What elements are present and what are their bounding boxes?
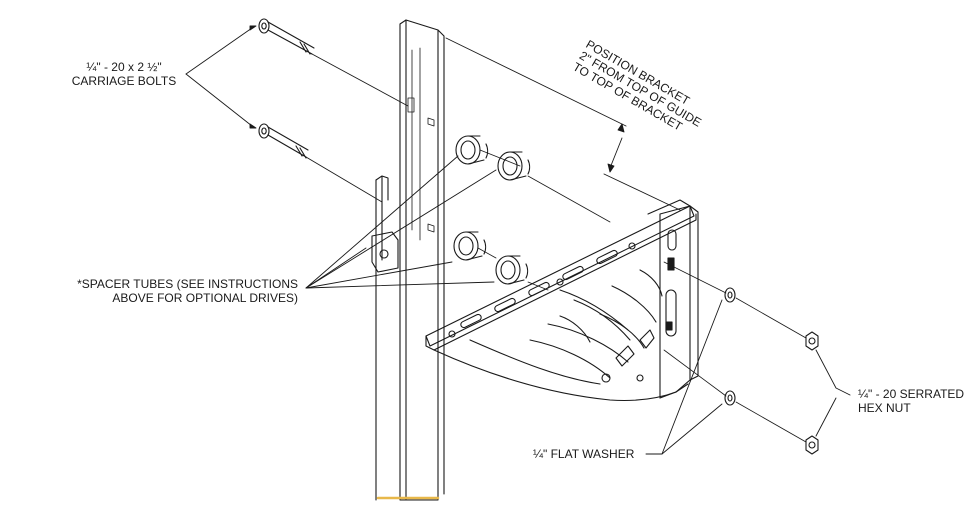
- carriage-bolt-upper: [258, 18, 409, 107]
- hex-nut-lower: [805, 435, 819, 455]
- spacer-tubes-line2: ABOVE FOR OPTIONAL DRIVES): [112, 291, 298, 305]
- hex-nut-label: ¼" - 20 SERRATED HEX NUT: [858, 387, 964, 415]
- mounting-bracket: [425, 199, 699, 402]
- flat-washer-lower: [724, 390, 736, 406]
- flat-washer-label: ¼" FLAT WASHER: [533, 447, 635, 461]
- fastener-axis-lines: [663, 261, 807, 443]
- hex-nut-line1: ¼" - 20 SERRATED: [858, 387, 965, 401]
- carriage-bolts-label: ¼" - 20 x 2 ½" CARRIAGE BOLTS: [68, 60, 180, 88]
- spacer-tube: [497, 151, 531, 181]
- spacer-tubes-line1: *SPACER TUBES (SEE INSTRUCTIONS: [77, 277, 298, 291]
- spacer-tubes-label: *SPACER TUBES (SEE INSTRUCTIONS ABOVE FO…: [60, 277, 298, 305]
- carriage-bolts-size: ¼" - 20 x 2 ½": [86, 60, 162, 74]
- spacer-tube: [453, 231, 487, 261]
- flat-washer-upper: [724, 287, 736, 303]
- hex-nut-upper: [805, 331, 819, 351]
- spacer-tube: [495, 255, 529, 285]
- carriage-bolt-lower: [258, 123, 383, 203]
- spacer-tube: [455, 135, 489, 165]
- guide-channel: [371, 19, 445, 501]
- bolt-axis-lines: [477, 149, 611, 291]
- hex-nut-line2: HEX NUT: [858, 401, 911, 415]
- dimension-lines: [445, 37, 681, 211]
- carriage-bolts-text: CARRIAGE BOLTS: [71, 74, 177, 88]
- leader-lines: [185, 25, 851, 455]
